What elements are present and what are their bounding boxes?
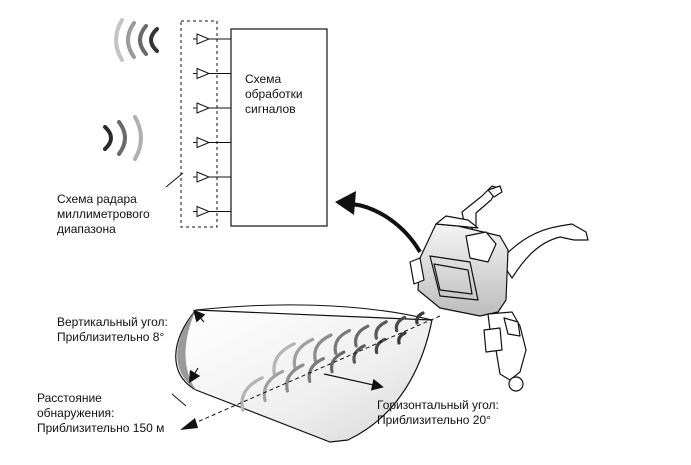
antenna-element bbox=[193, 205, 231, 218]
beam-wave-arc bbox=[285, 363, 305, 393]
radar-mounting-bracket bbox=[409, 185, 589, 392]
processing-line-3: сигналов bbox=[245, 102, 296, 116]
distance-label-leader bbox=[171, 393, 187, 407]
beam-wave-arc bbox=[353, 324, 370, 348]
received-wave-arc bbox=[133, 115, 143, 161]
processing-line-1: Схема bbox=[245, 72, 282, 86]
vertical-angle-arrow-bottom bbox=[188, 367, 201, 384]
antenna-element bbox=[193, 67, 231, 80]
vertical-angle-arrow-top bbox=[193, 309, 206, 323]
antenna-element bbox=[193, 33, 231, 45]
radar-antenna-outline bbox=[180, 20, 218, 228]
antenna-element bbox=[193, 102, 231, 114]
transmitted-wave-arc bbox=[126, 21, 136, 59]
antenna-element bbox=[193, 136, 231, 149]
distance-line-3: Приблизительно 150 м bbox=[37, 421, 165, 435]
transmitted-wave-arc bbox=[138, 24, 148, 56]
vertical-line-1: Вертикальный угол: bbox=[57, 315, 168, 329]
beam-center-axis bbox=[187, 315, 441, 427]
beam-top bbox=[195, 304, 433, 321]
curved-arrow-head bbox=[335, 191, 356, 215]
signal-processing-label: Схема обработки сигналов bbox=[245, 72, 303, 117]
horizontal-angle-arrow bbox=[323, 373, 384, 391]
beam-wave-arc bbox=[374, 337, 387, 355]
radar-line-3: диапазона bbox=[57, 222, 116, 236]
horizontal-line-1: Горизонтальный угол: bbox=[377, 398, 499, 412]
radar-beam bbox=[175, 304, 433, 443]
received-wave-arc bbox=[117, 120, 127, 156]
distance-line-2: обнаружения: bbox=[37, 406, 115, 420]
processing-line-2: обработки bbox=[245, 87, 303, 101]
antenna-array bbox=[193, 33, 231, 218]
beam-wave-arc bbox=[394, 315, 407, 333]
beam-front-shade bbox=[177, 310, 196, 390]
transmitted-wave-arc bbox=[149, 27, 159, 53]
beam-wave-arc bbox=[374, 320, 388, 340]
beam-wave-arc bbox=[262, 369, 285, 403]
transmitted-waves bbox=[114, 18, 159, 62]
horizontal-angle-label: Горизонтальный угол: Приблизительно 20° bbox=[377, 398, 499, 428]
beam-waves bbox=[240, 311, 425, 412]
beam-body bbox=[175, 309, 433, 443]
beam-wave-arc bbox=[292, 337, 315, 371]
beam-wave-arc bbox=[329, 350, 346, 374]
radar-line-1: Схема радара bbox=[57, 192, 137, 206]
beam-wave-arc bbox=[333, 329, 351, 355]
vertical-line-2: Приблизительно 8° bbox=[57, 330, 165, 344]
radar-label-leader bbox=[165, 172, 184, 188]
curved-arrow bbox=[351, 202, 422, 254]
radar-line-2: миллиметрового bbox=[57, 207, 150, 221]
horizontal-line-2: Приблизительно 20° bbox=[377, 413, 491, 427]
detection-distance-label: Расстояние обнаружения: Приблизительно 1… bbox=[37, 391, 164, 436]
radar-circuit-label: Схема радара миллиметрового диапазона bbox=[57, 192, 150, 237]
vertical-angle-label: Вертикальный угол: Приблизительно 8° bbox=[57, 315, 168, 345]
beam-wave-arc bbox=[272, 342, 296, 378]
antenna-element bbox=[193, 171, 231, 183]
beam-wave-arc bbox=[397, 331, 407, 345]
distance-line-1: Расстояние bbox=[37, 391, 102, 405]
received-waves bbox=[103, 115, 143, 161]
transmitted-wave-arc bbox=[114, 18, 124, 62]
beam-wave-arc bbox=[307, 357, 325, 383]
received-wave-arc bbox=[103, 125, 113, 151]
beam-wave-arc bbox=[313, 333, 333, 363]
beam-wave-arc bbox=[240, 376, 264, 412]
distance-arrow-head bbox=[180, 418, 198, 430]
beam-wave-arc bbox=[415, 311, 425, 325]
signal-processing-block bbox=[230, 28, 328, 227]
